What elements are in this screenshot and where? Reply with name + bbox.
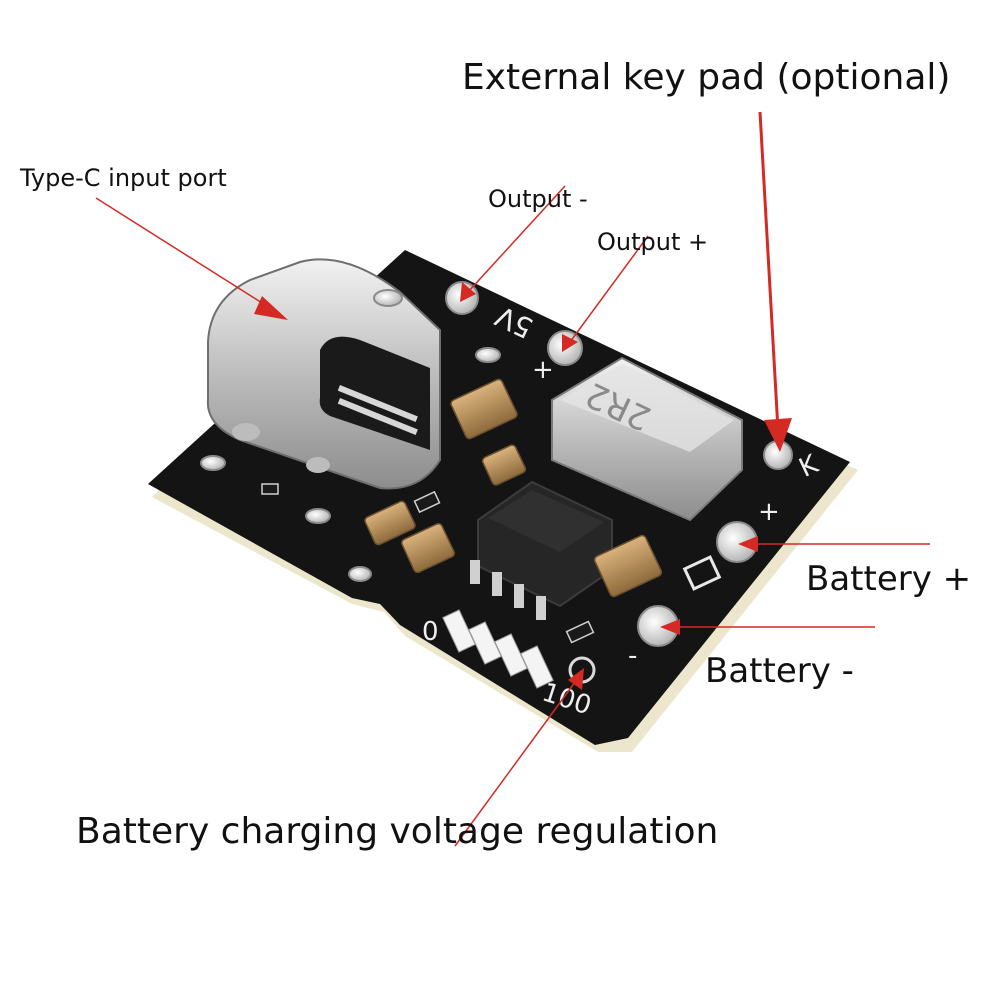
- battery-symbol: [682, 555, 722, 591]
- battery-positive-label: Battery +: [806, 559, 972, 599]
- resistor-1: [413, 490, 441, 514]
- capacitor-4: [401, 522, 455, 574]
- arrow-external-key: [758, 111, 792, 452]
- smd-resistors: [261, 483, 595, 644]
- external-key-label: External key pad (optional): [462, 57, 951, 98]
- led-indicators: [442, 609, 554, 689]
- battery-negative-label: Battery -: [705, 651, 854, 691]
- led-1: [442, 609, 476, 653]
- usb-c-tab-left: [232, 423, 260, 441]
- arrow-output-pos: [562, 235, 649, 352]
- arrow-typec: [95, 197, 288, 320]
- output-positive-label: Output +: [597, 228, 709, 256]
- charging-regulation-label: Battery charging voltage regulation: [76, 811, 719, 852]
- side-pad-3: [200, 455, 226, 471]
- side-pad-1: [373, 289, 403, 307]
- usb-c-pins: [337, 385, 418, 436]
- resistor-2: [565, 620, 595, 644]
- usb-c-opening: [319, 336, 430, 450]
- side-pad-2: [475, 347, 501, 363]
- arrow-battery-pos: [738, 536, 930, 552]
- capacitor-1: [450, 378, 518, 440]
- arrow-charging: [454, 668, 584, 847]
- capacitor-5: [593, 534, 663, 598]
- led-4: [520, 645, 554, 689]
- usb-c-connector: [206, 258, 441, 490]
- led-2: [468, 621, 502, 665]
- led-3: [494, 633, 528, 677]
- side-pad-4: [305, 508, 331, 524]
- ic-pins: [470, 560, 546, 620]
- callout-arrows: [95, 111, 930, 847]
- typec-input-label: Type-C input port: [20, 164, 227, 192]
- resistor-3: [261, 483, 279, 495]
- side-pad-5: [348, 566, 372, 582]
- silk-output-plus: +: [532, 355, 554, 385]
- arrow-battery-neg: [660, 619, 875, 635]
- silk-scale-low: 0: [422, 617, 439, 647]
- ic-top: [488, 490, 604, 552]
- silk-battery-minus: -: [628, 641, 637, 671]
- inductor: 2R2: [551, 356, 743, 522]
- capacitor-3: [364, 500, 416, 546]
- inductor-top: [560, 364, 734, 452]
- output-negative-label: Output -: [488, 185, 588, 213]
- usb-c-tab-right: [306, 457, 330, 473]
- arrow-output-neg: [460, 185, 566, 302]
- silk-battery-plus: +: [758, 497, 780, 527]
- capacitor-2: [481, 444, 527, 486]
- capacitors: [364, 378, 663, 598]
